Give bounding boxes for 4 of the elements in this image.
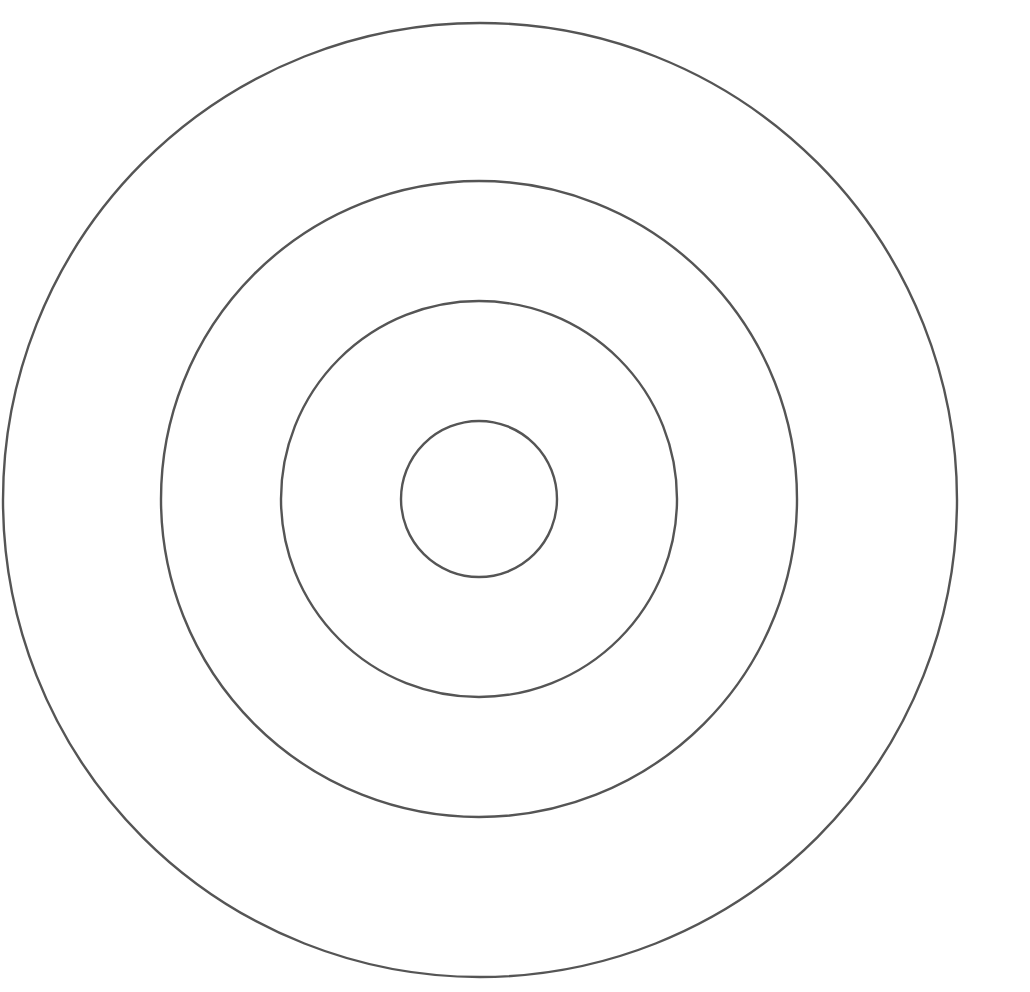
ring-circle (1, 21, 957, 977)
ring-circle (400, 420, 558, 578)
ring-circle (280, 300, 678, 698)
ring-circle (160, 180, 798, 818)
